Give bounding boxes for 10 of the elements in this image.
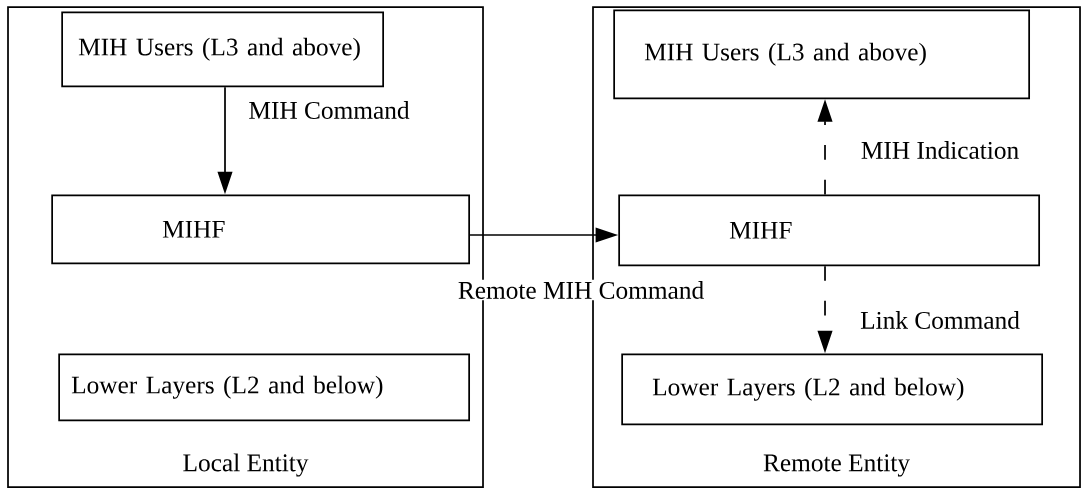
edge-label: Link Command: [858, 309, 1022, 331]
layer-box: MIHF: [618, 194, 1040, 267]
layer-box: MIH Users (L3 and above): [613, 9, 1030, 100]
edge-label: MIH Command: [247, 99, 411, 121]
layer-box: MIH Users (L3 and above): [61, 11, 384, 88]
layer-box: Lower Layers (L2 and below): [621, 353, 1043, 426]
layer-box: Lower Layers (L2 and below): [58, 353, 470, 422]
layer-box: MIHF: [51, 194, 470, 265]
edge-label: MIH Indication: [859, 139, 1021, 161]
edge-label: Remote MIH Command: [456, 279, 706, 301]
